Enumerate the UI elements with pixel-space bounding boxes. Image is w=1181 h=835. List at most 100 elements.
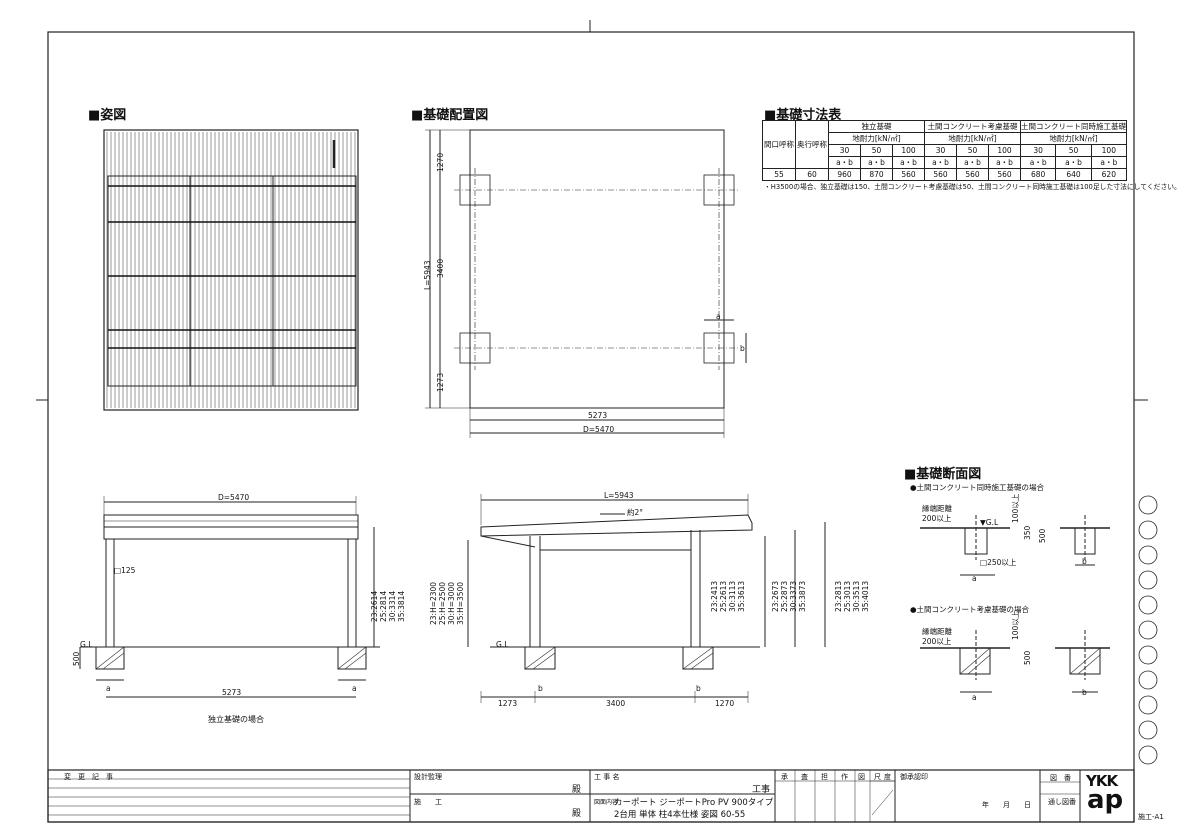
table-cell: 870 (860, 168, 893, 181)
dim-a: a (716, 312, 721, 321)
dim-1270: 1270 (436, 152, 445, 172)
h-25: 25:H=2500 (438, 581, 447, 625)
side-dim-1270: 1270 (715, 699, 735, 708)
th-ab: a・b (828, 156, 861, 169)
front-dim-5273: 5273 (222, 688, 242, 697)
th-b30: 30 (1019, 144, 1057, 157)
low-25: 25:2613 (719, 580, 728, 612)
th-b50: 50 (956, 144, 989, 157)
th-bearing: 地耐力[kN/㎡] (1020, 132, 1127, 145)
th-bearing: 地耐力[kN/㎡] (828, 132, 925, 145)
drawing-content-label: 図面内容 (594, 799, 619, 806)
th-opening: 間口呼称 (762, 120, 796, 169)
side-dim-b: b (538, 684, 543, 693)
th-ab: a・b (892, 156, 925, 169)
dim-3400: 3400 (436, 258, 445, 278)
col-4: 作 (841, 773, 848, 781)
front-height-23: 23:2614 (370, 590, 379, 622)
th-ab: a・b (924, 156, 957, 169)
high-35: 35:4013 (861, 580, 870, 612)
table-cell: 560 (924, 168, 957, 181)
case2-over100: 100以上 (1011, 610, 1020, 640)
th-b50: 50 (1055, 144, 1092, 157)
side-gl: G.L (496, 640, 509, 649)
th-b100: 100 (892, 144, 925, 157)
case1-title: ●土間コンクリート同時施工基礎の場合 (910, 483, 1045, 492)
th-b100: 100 (988, 144, 1021, 157)
th-ab: a・b (860, 156, 893, 169)
mid-30: 30:3373 (789, 580, 798, 612)
side-dim-1273: 1273 (498, 699, 518, 708)
ykk-logo-top: YKK (1086, 772, 1118, 790)
front-height-35: 35:3814 (397, 590, 406, 622)
sheet-number: 施工-A1 (1138, 813, 1164, 821)
dim-5273: 5273 (588, 411, 608, 420)
col-3: 担 (821, 773, 828, 781)
case1-over100: 100以上 (1011, 493, 1020, 523)
th-ab: a・b (1090, 156, 1128, 169)
th-soil-concrete: 土間コンクリート考慮基礎 (924, 120, 1021, 133)
layout-title: ■基礎配置図 (411, 108, 489, 123)
h-35: 35:H=3500 (456, 581, 465, 625)
case1-dim-350: 350 (1023, 525, 1032, 540)
dim-1273: 1273 (436, 372, 445, 392)
th-soil-simultaneous: 土間コンクリート同時施工基礎 (1020, 120, 1127, 133)
front-height-30: 30:3314 (388, 590, 397, 622)
th-independent: 独立基礎 (828, 120, 925, 133)
h-23: 23:H=2300 (429, 581, 438, 625)
side-dim-L: L=5943 (604, 491, 634, 500)
col-6: 尺 (874, 773, 881, 781)
front-caption: 独立基礎の場合 (208, 715, 264, 724)
front-dim-500: 500 (72, 651, 81, 666)
post-size: □125 (114, 566, 136, 575)
table-cell: 60 (795, 168, 829, 181)
front-dim-a2: a (352, 684, 357, 693)
case2-b: b (1082, 688, 1087, 697)
case2-title: ●土間コンクリート考慮基礎の場合 (910, 605, 1030, 614)
ykk-logo-bottom: ap (1087, 785, 1124, 815)
table-cell: 560 (956, 168, 989, 181)
th-ab: a・b (1055, 156, 1092, 169)
table-title: ■基礎寸法表 (764, 108, 842, 123)
dono-2: 殿 (572, 809, 582, 819)
col-7: 度 (884, 773, 891, 781)
drawing-line1: カーポート ジーポートPro PV 900タイプ (614, 798, 774, 808)
design-supervisor-label: 設計監理 (414, 773, 442, 781)
mid-23: 23:2673 (771, 580, 780, 612)
th-b30: 30 (828, 144, 861, 157)
case2-over200: 200以上 (922, 637, 952, 646)
drawing-line2: 2台用 単体 柱4本仕様 姿図 60-55 (614, 810, 746, 820)
construction-label: 施 工 (414, 798, 442, 806)
dim-b: b (740, 344, 745, 353)
table-cell: 680 (1019, 168, 1057, 181)
change-record-label: 変 更 記 事 (64, 773, 113, 781)
case1-dim-500: 500 (1038, 528, 1047, 543)
front-dim-D: D=5470 (218, 493, 250, 502)
h-30: 30:H=3000 (447, 581, 456, 625)
th-ab: a・b (988, 156, 1021, 169)
side-dim-3400: 3400 (606, 699, 626, 708)
date-label: 年 月 日 (982, 801, 1031, 809)
case2-dim-500: 500 (1023, 650, 1032, 665)
front-dim-a: a (106, 684, 111, 693)
dono-1: 殿 (572, 785, 582, 795)
dim-D: D=5470 (583, 425, 615, 434)
case2-edge: 縁端距離 (922, 627, 952, 636)
low-35: 35:3613 (737, 580, 746, 612)
case1-gl: ▼G.L (980, 518, 999, 527)
project-name-label: 工 事 名 (594, 773, 620, 781)
serial-label: 通し図番 (1048, 798, 1076, 806)
th-ab: a・b (1019, 156, 1057, 169)
table-cell: 640 (1055, 168, 1092, 181)
high-30: 30:3513 (852, 580, 861, 612)
high-23: 23:2813 (834, 580, 843, 612)
section-title: ■基礎断面図 (904, 467, 982, 482)
col-2: 査 (801, 773, 808, 781)
koji-label: 工事 (752, 785, 771, 795)
table-cell: 620 (1090, 168, 1128, 181)
high-25: 25:3013 (843, 580, 852, 612)
dim-L: L=5943 (423, 260, 432, 290)
table-note: ・H3500の場合、独立基礎は150、土間コンクリート考慮基礎は50、土間コンク… (764, 183, 1181, 191)
slope-label: 約2° (627, 508, 644, 517)
front-gl: G.L (80, 640, 93, 649)
